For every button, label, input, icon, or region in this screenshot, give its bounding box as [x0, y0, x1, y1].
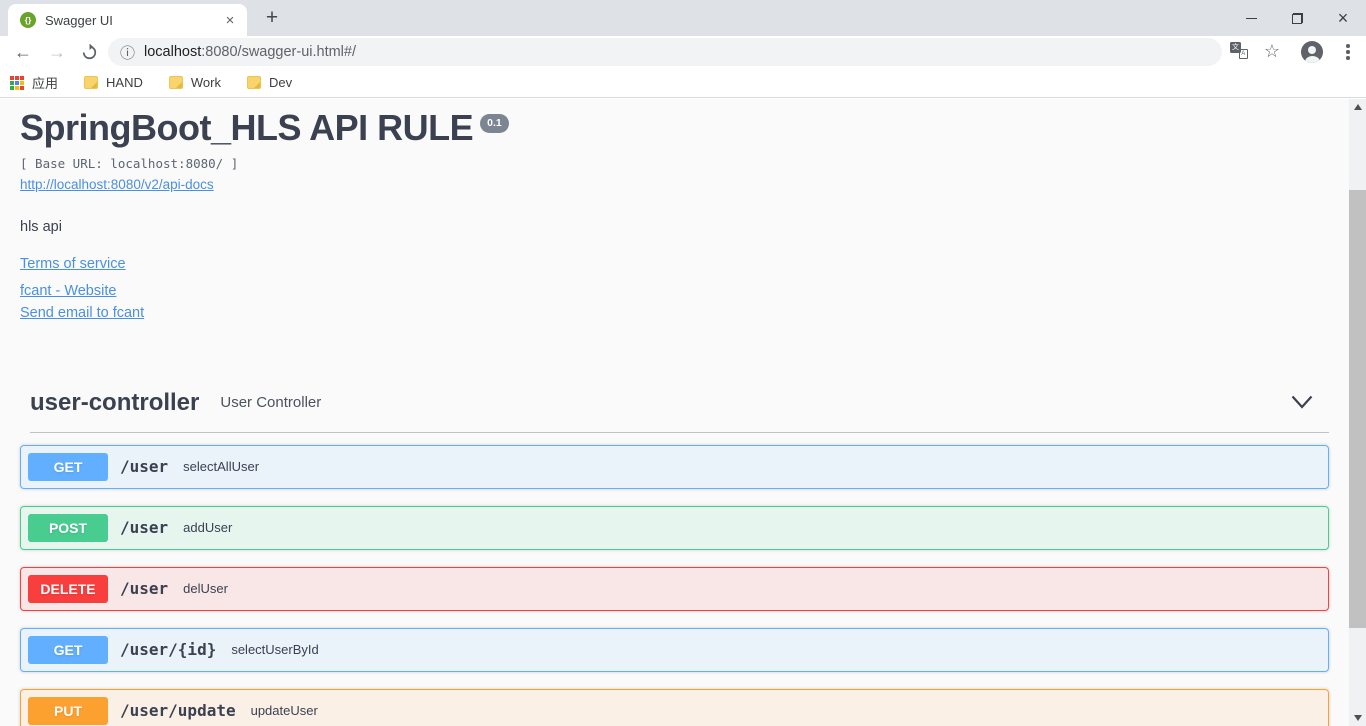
window-controls: × — [1228, 0, 1366, 36]
bookmark-label: Dev — [268, 75, 293, 90]
apps-label: 应用 — [32, 76, 59, 91]
scroll-down-button[interactable] — [1349, 710, 1366, 726]
controller-section: user-controller User Controller GET /use… — [20, 377, 1329, 726]
method-badge: GET — [28, 452, 108, 481]
base-url: [ Base URL: localhost:8080/ ] — [20, 155, 239, 171]
scroll-up-icon — [1353, 104, 1362, 110]
endpoint-description: delUser — [183, 581, 228, 597]
restore-icon — [1291, 12, 1303, 24]
folder-icon — [246, 76, 261, 89]
email-link[interactable]: Send email to fcant — [20, 304, 145, 321]
endpoint-description: selectUserById — [231, 642, 319, 658]
endpoint-path: /user/{id} — [120, 640, 217, 660]
translate-icon: 文 A — [1230, 41, 1248, 59]
folder-icon — [168, 76, 183, 89]
chevron-down-icon — [1291, 396, 1313, 410]
bookmarks-bar: 应用 HAND Work Dev — [0, 68, 1366, 98]
new-tab-button[interactable]: + — [265, 6, 279, 29]
translate-icon-back: A — [1238, 48, 1248, 59]
endpoint-description: addUser — [183, 520, 233, 536]
bookmark-star-button[interactable]: ☆ — [1263, 40, 1281, 61]
scrollbar-thumb[interactable] — [1349, 190, 1366, 628]
section-name: user-controller — [30, 388, 200, 416]
api-docs-link[interactable]: http://localhost:8080/v2/api-docs — [20, 176, 214, 192]
url-text: localhost:8080/swagger-ui.html#/ — [144, 44, 356, 60]
endpoint-summary[interactable]: GET /user/{id} selectUserById — [21, 629, 1328, 671]
page-info-icon[interactable]: ⓘ — [120, 44, 136, 62]
collapse-section-button[interactable] — [1291, 395, 1313, 410]
endpoint-description: selectAllUser — [183, 459, 260, 475]
scroll-up-button[interactable] — [1349, 99, 1366, 115]
endpoint-summary[interactable]: DELETE /user delUser — [21, 568, 1328, 610]
endpoint-row: POST /user addUser — [20, 505, 1329, 550]
endpoint-path: /user — [120, 579, 169, 599]
bookmark-folder-hand[interactable]: HAND — [84, 75, 143, 90]
endpoint-summary[interactable]: PUT /user/update updateUser — [21, 690, 1328, 726]
url-host: localhost — [144, 44, 202, 60]
folder-icon — [84, 76, 99, 89]
website-link[interactable]: fcant - Website — [20, 282, 117, 299]
swagger-page: SpringBoot_HLS API RULE 0.1 [ Base URL: l… — [0, 99, 1366, 726]
tab-title: Swagger UI — [45, 12, 113, 28]
profile-avatar[interactable] — [1301, 41, 1323, 63]
bookmark-folder-dev[interactable]: Dev — [246, 75, 293, 90]
minimize-button[interactable] — [1228, 0, 1274, 36]
close-button[interactable]: × — [1320, 0, 1366, 36]
translate-button[interactable]: 文 A — [1229, 40, 1249, 60]
apps-shortcut[interactable]: 应用 — [10, 73, 58, 92]
reload-button[interactable] — [76, 39, 102, 65]
reload-icon — [82, 43, 96, 59]
back-button[interactable]: ← — [14, 41, 32, 62]
method-badge: PUT — [28, 696, 108, 725]
browser-tab[interactable]: {} Swagger UI × — [8, 4, 247, 36]
endpoint-description: updateUser — [250, 703, 318, 719]
api-title: SpringBoot_HLS API RULE 0.1 — [20, 107, 1329, 148]
endpoint-row: PUT /user/update updateUser — [20, 688, 1329, 726]
endpoint-list: GET /user selectAllUser POST /user addUs… — [20, 444, 1329, 726]
browser-menu-button[interactable] — [1340, 41, 1356, 63]
translate-icon-front: 文 — [1230, 41, 1241, 53]
restore-button[interactable] — [1274, 0, 1320, 36]
terms-of-service-link[interactable]: Terms of service — [20, 255, 126, 272]
tab-close-icon[interactable]: × — [225, 11, 235, 29]
close-icon: × — [1337, 8, 1349, 28]
bookmark-folder-work[interactable]: Work — [168, 75, 221, 90]
endpoint-path: /user — [120, 518, 169, 538]
bookmark-label: HAND — [106, 75, 143, 90]
forward-button[interactable]: → — [48, 41, 66, 62]
page-scrollbar[interactable] — [1349, 99, 1366, 726]
endpoint-row: GET /user selectAllUser — [20, 444, 1329, 489]
endpoint-row: GET /user/{id} selectUserById — [20, 627, 1329, 672]
swagger-favicon-icon: {} — [20, 12, 36, 28]
method-badge: GET — [28, 635, 108, 664]
apps-grid-icon — [10, 75, 24, 90]
url-path: :8080/swagger-ui.html#/ — [201, 44, 356, 60]
address-bar[interactable]: ⓘ localhost:8080/swagger-ui.html#/ — [108, 38, 1222, 66]
endpoint-path: /user/update — [120, 701, 236, 721]
endpoint-summary[interactable]: GET /user selectAllUser — [21, 446, 1328, 488]
method-badge: DELETE — [28, 574, 108, 603]
api-description: hls api — [20, 218, 62, 235]
section-description: User Controller — [220, 394, 322, 412]
minimize-icon — [1245, 17, 1257, 19]
endpoint-path: /user — [120, 457, 169, 477]
method-badge: POST — [28, 513, 108, 542]
api-title-text: SpringBoot_HLS API RULE — [20, 107, 474, 148]
version-badge: 0.1 — [480, 114, 509, 134]
browser-toolbar: ← → ⓘ localhost:8080/swagger-ui.html#/ 文… — [0, 36, 1366, 68]
endpoint-row: DELETE /user delUser — [20, 566, 1329, 611]
tab-strip: {} Swagger UI × + × — [0, 0, 1366, 36]
endpoint-summary[interactable]: POST /user addUser — [21, 507, 1328, 549]
bookmark-label: Work — [190, 75, 221, 90]
scroll-down-icon — [1353, 715, 1362, 721]
section-header[interactable]: user-controller User Controller — [30, 377, 1329, 433]
